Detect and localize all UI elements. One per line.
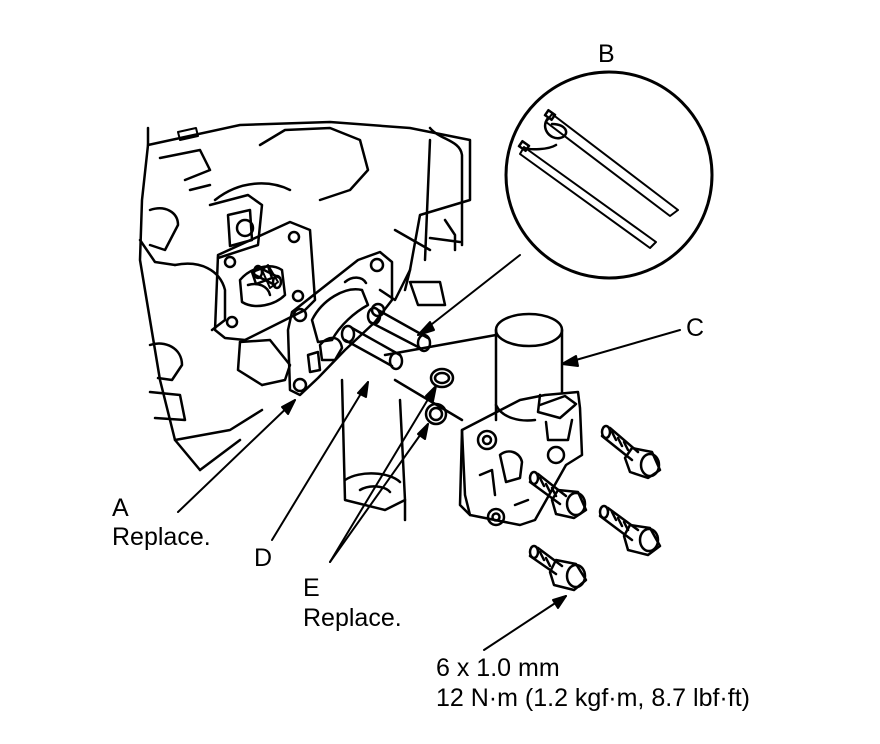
label-a-note: Replace. [112,523,211,551]
label-a: A [112,494,129,522]
bolt-middle [528,470,588,520]
bolt-upper-right [600,424,662,480]
label-d: D [254,544,273,572]
filter-tube-d [340,306,432,371]
bolt-lower-left [528,544,588,592]
solenoid-valve-c [383,312,584,527]
label-e-note: Replace. [303,604,402,632]
detail-circle-b [504,70,714,280]
label-e: E [303,574,320,602]
bolt-torque-spec: 12 N·m (1.2 kgf·m, 8.7 lbf·ft) [436,684,750,712]
bolt-lower-right [598,504,662,557]
label-b: B [598,40,615,68]
leader-lines [177,254,681,651]
dowel-pin [252,264,283,290]
bolts [528,424,662,592]
gasket-a [286,250,394,397]
engine-housing [138,120,472,522]
label-c: C [686,314,705,342]
bolt-size-spec: 6 x 1.0 mm [436,654,560,682]
